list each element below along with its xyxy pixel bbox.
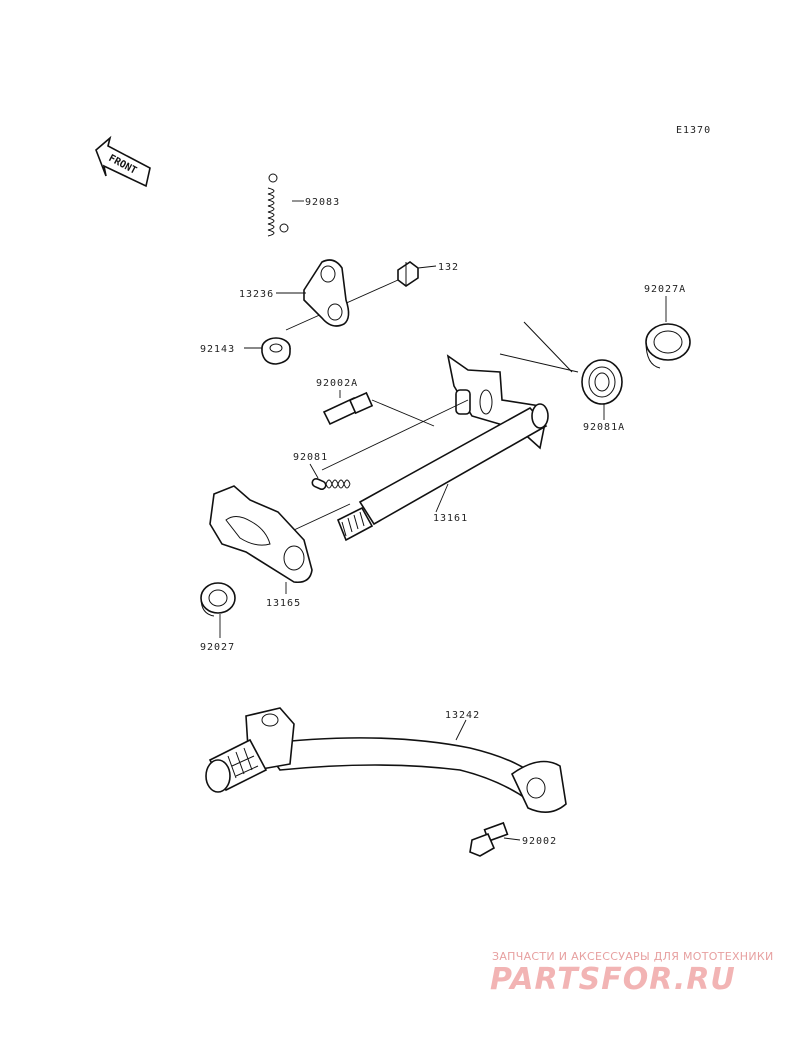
- front-arrow-icon: FRONT: [95, 135, 151, 188]
- diagram-code: E1370: [676, 125, 711, 136]
- part-label-92083: 92083: [305, 197, 340, 208]
- part-label-92002: 92002: [522, 836, 557, 847]
- part-label-92002A: 92002A: [316, 378, 358, 389]
- pedal-13242-icon: [205, 707, 567, 813]
- shaft-13161-icon: [336, 354, 549, 542]
- part-label-92081A: 92081A: [583, 422, 625, 433]
- part-label-13165: 13165: [266, 598, 301, 609]
- spring-92081-icon: [311, 477, 351, 491]
- seal-92027A-icon: [645, 323, 691, 369]
- part-label-92027: 92027: [200, 642, 235, 653]
- part-label-132: 132: [438, 262, 459, 273]
- plate-13165-icon: [209, 485, 313, 584]
- part-label-92143: 92143: [200, 344, 235, 355]
- bolt-132-icon: [397, 261, 419, 287]
- spring-92083-icon: [267, 173, 289, 237]
- watermark-logo: PARTSFOR.RU: [490, 962, 736, 997]
- collar-92143-icon: [261, 337, 291, 365]
- spring-92081A-icon: [499, 321, 623, 405]
- seal-92027-icon: [200, 582, 236, 617]
- watermark-tagline: ЗАПЧАСТИ И АКСЕССУАРЫ ДЛЯ МОТОТЕХНИКИ: [492, 950, 774, 963]
- part-label-92081: 92081: [293, 452, 328, 463]
- bolt-92002-icon: [469, 821, 509, 857]
- pin-92002A-icon: [322, 391, 374, 426]
- plate-13236-icon: [303, 259, 350, 327]
- part-label-92027A: 92027A: [644, 284, 686, 295]
- part-label-13236: 13236: [239, 289, 274, 300]
- part-label-13242: 13242: [445, 710, 480, 721]
- part-label-13161: 13161: [433, 513, 468, 524]
